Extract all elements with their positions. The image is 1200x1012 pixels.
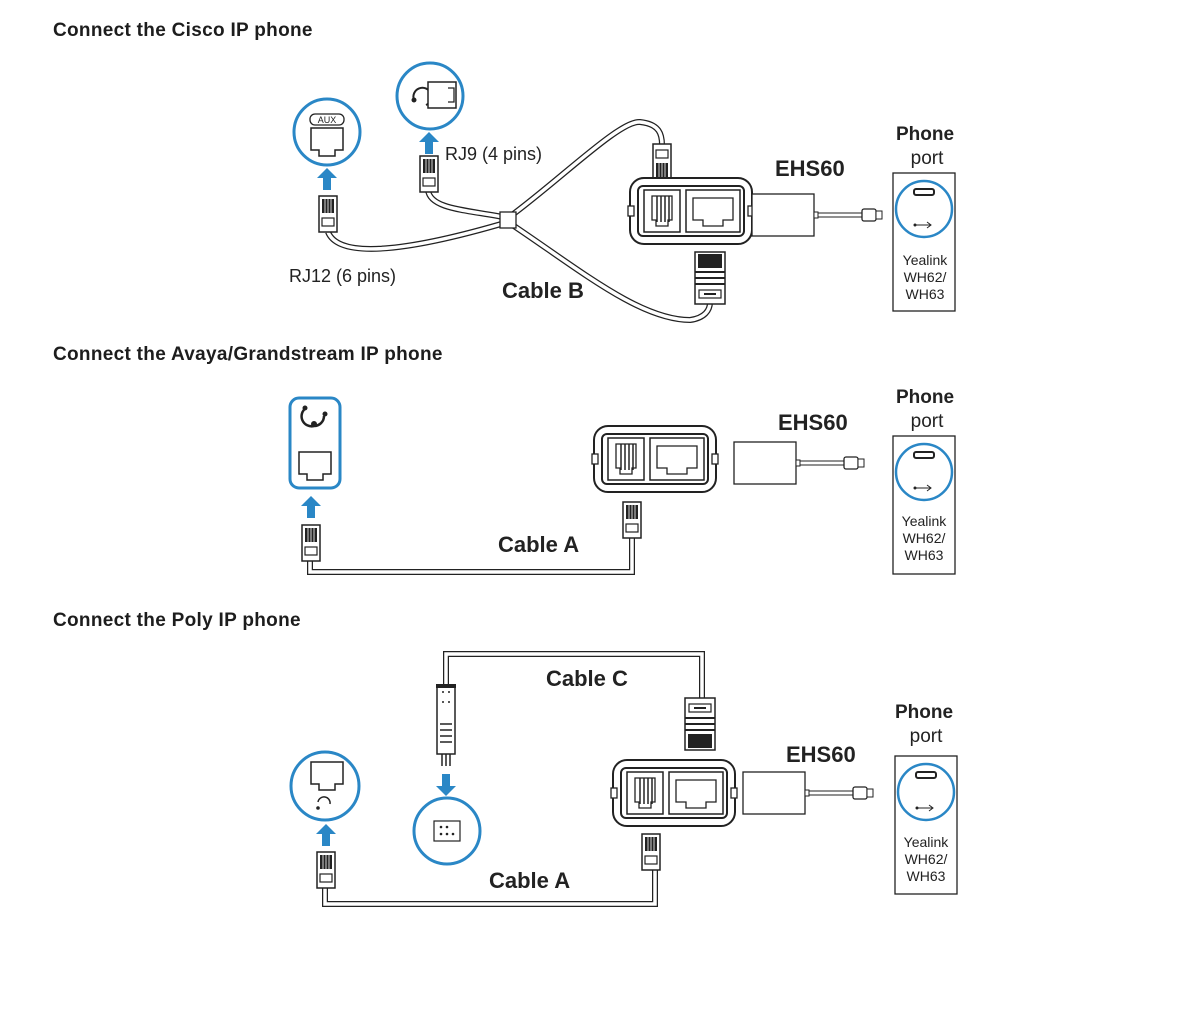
device-label: Yealink	[903, 252, 949, 268]
device-label: Yealink	[902, 513, 948, 529]
rj-plug	[316, 851, 336, 889]
aux-port-icon: AUX	[292, 97, 362, 167]
rj-plug	[641, 833, 661, 871]
poly-port-icon	[412, 796, 482, 866]
ehs60-dongle	[733, 441, 865, 485]
device-label: Yealink	[904, 834, 950, 850]
ehs60-module	[610, 759, 738, 827]
ehs60-dongle	[751, 193, 883, 237]
section-title-cisco: Connect the Cisco IP phone	[53, 20, 313, 41]
ehs60-module	[591, 425, 719, 493]
phone-port-label: Phone	[896, 124, 954, 145]
arrow-up-icon	[301, 496, 321, 518]
device-label: WH62/	[904, 269, 947, 285]
rj12-plug	[318, 195, 338, 233]
arrow-up-icon	[316, 824, 336, 846]
phone-port-label: port	[911, 148, 944, 169]
rj9-plug	[419, 155, 439, 193]
headset-port-icon	[288, 396, 342, 490]
ehs60-dongle	[742, 771, 874, 815]
device-label: WH63	[906, 286, 945, 302]
phone-port-label: port	[911, 411, 944, 432]
rj-plug	[301, 524, 321, 562]
ehs60-module	[627, 177, 755, 245]
ehs60-label: EHS60	[778, 410, 848, 435]
arrow-down-icon	[436, 774, 456, 796]
rj-plug	[622, 501, 642, 539]
arrow-up-icon	[317, 168, 337, 190]
section-title-poly: Connect the Poly IP phone	[53, 610, 301, 631]
ehs60-label: EHS60	[775, 156, 845, 181]
poly-connector	[436, 684, 456, 766]
cable-b-label: Cable B	[502, 278, 584, 303]
phone-port-label: Phone	[895, 702, 953, 723]
rj45-plug	[694, 251, 726, 305]
arrow-up-icon	[419, 132, 439, 154]
rj45-plug	[684, 697, 716, 751]
device-label: WH63	[907, 868, 946, 884]
device-label: WH62/	[905, 851, 948, 867]
device-label: WH62/	[903, 530, 946, 546]
cable-a-label: Cable A	[498, 532, 579, 557]
rj12-label: RJ12 (6 pins)	[289, 266, 396, 286]
ehs60-label: EHS60	[786, 742, 856, 767]
rj9-label: RJ9 (4 pins)	[445, 144, 542, 164]
cable-splitter	[499, 211, 517, 229]
section-title-avaya: Connect the Avaya/Grandstream IP phone	[53, 344, 443, 365]
cisco-diagram: AUX RJ9 (4 pins) RJ12 (6 pins) Cable B E…	[289, 61, 957, 324]
headset-port-icon	[289, 750, 361, 822]
cable-a-label: Cable A	[489, 868, 570, 893]
poly-diagram: Cable C Cable A EHS60 Phone port Yealink…	[289, 651, 959, 907]
rj-plug-top	[652, 143, 672, 181]
avaya-diagram: Cable A EHS60 Phone port Yealink WH62/ W…	[288, 387, 957, 576]
phone-port-label: Phone	[896, 387, 954, 408]
cable-c-label: Cable C	[546, 666, 628, 691]
phone-port-label: port	[910, 726, 943, 747]
device-label: WH63	[905, 547, 944, 563]
headset-port-icon	[395, 61, 465, 131]
svg-text:AUX: AUX	[318, 115, 337, 125]
